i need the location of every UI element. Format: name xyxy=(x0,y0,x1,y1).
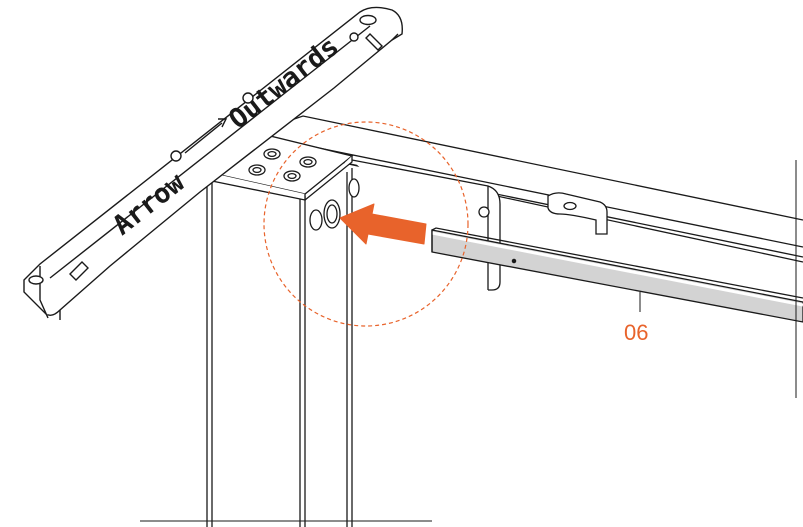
angled-bracket xyxy=(23,6,403,320)
dashed-circle-icon xyxy=(263,121,469,327)
leg-side-holes xyxy=(309,178,360,231)
arrow-left-icon xyxy=(339,203,427,245)
top-plate-bolts xyxy=(248,148,317,182)
rod xyxy=(431,227,803,323)
frame-beam xyxy=(261,115,803,263)
part-label: 06 xyxy=(624,320,648,345)
beam-hook-bracket xyxy=(547,192,608,235)
